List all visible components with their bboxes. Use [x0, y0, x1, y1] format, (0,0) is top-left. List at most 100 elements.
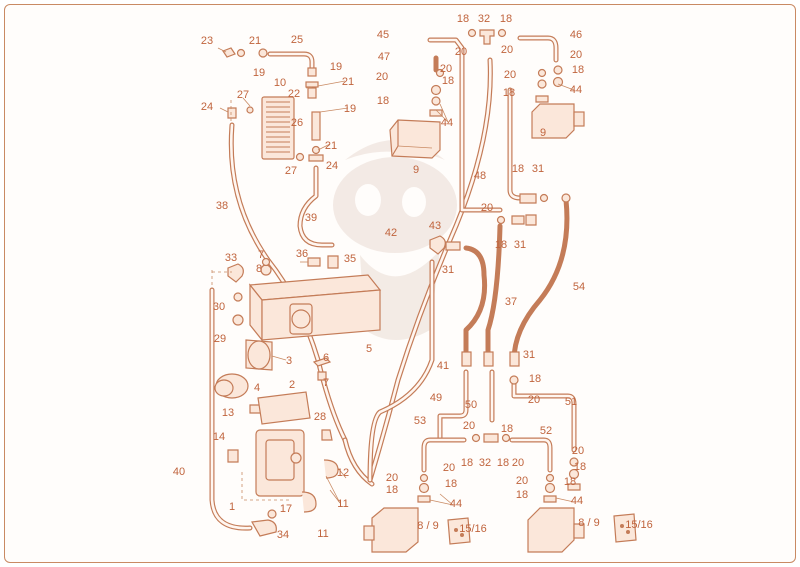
part-callout-label: 31 [514, 239, 526, 251]
part-34-elbow [251, 519, 277, 537]
part-callout-label: 21 [249, 35, 261, 47]
part-callout-label: 1 [229, 501, 235, 513]
part-callout-label: 21 [342, 76, 354, 88]
oil-tank-group [209, 255, 382, 537]
part-19-washer [258, 48, 268, 58]
part-callout-label: 11 [317, 528, 328, 540]
part-callout-label: 26 [291, 117, 303, 129]
part-callout-label: 49 [430, 392, 442, 404]
part-9-solenoid-right [531, 103, 575, 139]
part-32-tee-bottom [483, 433, 499, 443]
part-callout-label: 14 [213, 431, 225, 443]
part-callout-label: 11 [337, 498, 348, 510]
part-callout-label: 20 [481, 202, 493, 214]
part-callout-label: 20 [443, 462, 455, 474]
part-callout-label: 18 [457, 13, 469, 25]
part-26-spacer [311, 111, 321, 141]
part-callout-label: 33 [225, 252, 237, 264]
part-callout-label: 18 [529, 373, 541, 385]
part-callout-label: 8 / 9 [417, 520, 438, 532]
part-callout-label: 31 [532, 163, 544, 175]
part-callout-label: 20 [463, 420, 475, 432]
part-callout-label: 18 [461, 457, 473, 469]
part-callout-label: 7 [323, 377, 329, 389]
part-callout-label: 40 [173, 466, 185, 478]
part-callout-label: 18 [495, 239, 507, 251]
part-callout-label: 28 [314, 411, 326, 423]
part-callout-label: 8 / 9 [578, 517, 599, 529]
part-callout-label: 39 [305, 212, 317, 224]
part-callout-label: 20 [528, 394, 540, 406]
part-callout-label: 4 [254, 382, 260, 394]
leader-lines [217, 47, 575, 506]
part-callout-label: 44 [450, 498, 462, 510]
part-callout-label: 44 [441, 117, 453, 129]
part-callout-label: 19 [344, 103, 356, 115]
part-callout-label: 21 [325, 140, 337, 152]
part-callout-label: 37 [505, 296, 517, 308]
part-callout-label: 12 [337, 467, 349, 479]
part-callout-label: 24 [201, 101, 213, 113]
part-callout-label: 44 [570, 84, 582, 96]
part-callout-label: 10 [274, 77, 286, 89]
part-callout-label: 20 [501, 44, 513, 56]
part-callout-label: 18 [386, 484, 398, 496]
part-callout-label: 42 [385, 227, 397, 239]
part-callout-label: 19 [253, 67, 265, 79]
part-callout-label: 9 [413, 164, 419, 176]
part-callout-label: 17 [280, 503, 292, 515]
part-callout-label: 51 [565, 396, 577, 408]
part-callout-label: 20 [504, 69, 516, 81]
part-callout-label: 20 [376, 71, 388, 83]
part-32-tee-top [479, 29, 495, 45]
part-callout-label: 50 [465, 399, 477, 411]
part-callout-label: 18 [497, 457, 509, 469]
part-15-16-hardware-bag-left [447, 517, 471, 545]
part-callout-label: 46 [570, 29, 582, 41]
part-callout-label: 20 [572, 445, 584, 457]
part-2-bracket [257, 391, 311, 425]
part-21-washer [236, 48, 246, 58]
part-callout-label: 2 [289, 379, 295, 391]
part-callout-label: 18 [572, 64, 584, 76]
solenoid-units [363, 103, 637, 553]
part-callout-label: 19 [330, 61, 342, 73]
part-callout-label: 20 [512, 457, 524, 469]
part-callout-label: 52 [540, 425, 552, 437]
part-callout-label: 20 [386, 472, 398, 484]
part-14-plug [227, 449, 239, 463]
part-callout-label: 20 [516, 475, 528, 487]
part-callout-label: 48 [474, 170, 486, 182]
part-callout-label: 8 [256, 263, 262, 275]
part-callout-label: 31 [523, 349, 535, 361]
part-callout-label: 18 [503, 87, 515, 99]
part-callout-label: 36 [296, 248, 308, 260]
part-callout-label: 53 [414, 415, 426, 427]
part-callout-label: 15/16 [459, 523, 487, 535]
center-hoses [367, 28, 581, 503]
part-callout-label: 22 [288, 88, 300, 100]
part-8-9-solenoid-bottom-left [371, 507, 419, 553]
part-callout-label: 27 [237, 89, 249, 101]
part-33-elbow [227, 263, 244, 283]
part-callout-label: 9 [540, 127, 546, 139]
part-callout-label: 44 [571, 495, 583, 507]
part-callout-label: 18 [564, 476, 576, 488]
part-callout-label: 7 [258, 249, 264, 261]
part-callout-label: 18 [574, 461, 586, 473]
part-callout-label: 20 [440, 63, 452, 75]
part-callout-label: 27 [285, 165, 297, 177]
part-callout-label: 54 [573, 281, 585, 293]
part-callout-label: 18 [512, 163, 524, 175]
part-callout-label: 34 [277, 529, 289, 541]
part-callout-label: 25 [291, 34, 303, 46]
part-callout-label: 32 [479, 457, 491, 469]
part-callout-label: 18 [445, 478, 457, 490]
part-callout-label: 32 [478, 13, 490, 25]
part-callout-label: 20 [570, 49, 582, 61]
part-callout-label: 13 [222, 407, 234, 419]
part-callout-label: 18 [442, 75, 454, 87]
part-10-oil-cooler [261, 96, 295, 160]
